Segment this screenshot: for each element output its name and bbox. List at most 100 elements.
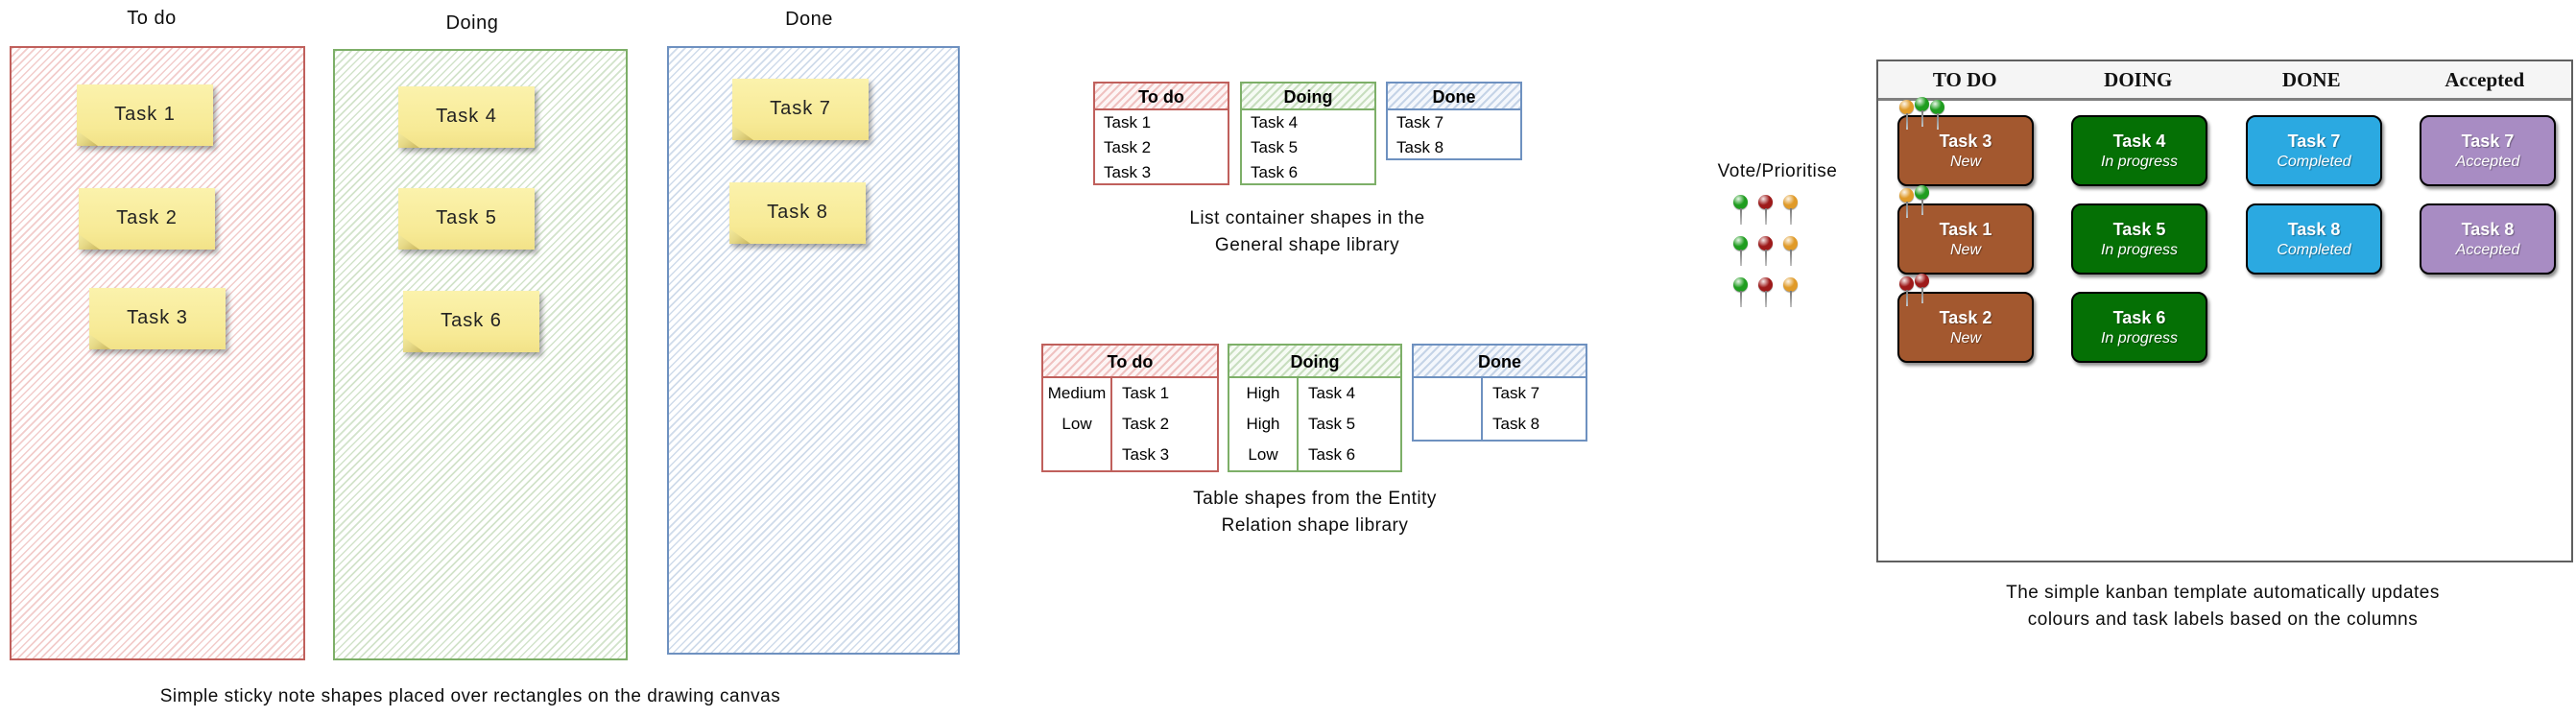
kanban-card-title: Task 7 xyxy=(2287,131,2341,151)
list-item: Task 6 xyxy=(1251,163,1299,181)
kanban-board: TO DO DOING DONE Accepted Task 3 New Tas… xyxy=(1876,60,2573,562)
table-shapes-caption-line1: Table shapes from the Entity xyxy=(1193,489,1437,509)
kanban-caption-line1: The simple kanban template automatically… xyxy=(2006,583,2440,603)
vote-pin-red-icon xyxy=(1758,195,1773,227)
kanban-card: Task 3 New xyxy=(1897,115,2034,186)
sticky-note-label: Task 3 xyxy=(127,307,188,328)
priority-cell xyxy=(1414,378,1481,409)
vote-pin-orange-icon xyxy=(1783,195,1798,227)
vote-pin-green-icon xyxy=(1733,236,1748,269)
sticky-note: Task 1 xyxy=(77,84,213,146)
task-cell: Task 8 xyxy=(1481,409,1586,440)
kanban-card-status: New xyxy=(1949,329,1981,347)
kanban-card-title: Task 6 xyxy=(2112,307,2166,327)
sticky-column-label-todo: To do xyxy=(127,8,177,29)
sticky-note-label: Task 1 xyxy=(114,104,176,125)
priority-cell xyxy=(1414,409,1481,440)
sticky-board-caption: Simple sticky note shapes placed over re… xyxy=(159,686,781,706)
list-title: To do xyxy=(1095,84,1228,110)
list-item: Task 1 xyxy=(1104,113,1152,131)
table-title: To do xyxy=(1043,346,1217,378)
done-column-rectangle xyxy=(667,46,960,655)
table-shapes-caption: Table shapes from the Entity Relation sh… xyxy=(1142,486,1488,539)
kanban-card-status: New xyxy=(1949,241,1981,258)
kanban-card-status: In progress xyxy=(2100,153,2179,170)
list-item: Task 3 xyxy=(1104,163,1152,181)
kanban-card-title: Task 1 xyxy=(1939,219,1992,239)
card-pin-red-icon xyxy=(1915,274,1929,306)
sticky-note: Task 6 xyxy=(403,291,539,352)
list-title: Doing xyxy=(1242,84,1374,110)
vote-pin-red-icon xyxy=(1758,277,1773,310)
sticky-note: Task 5 xyxy=(398,188,535,250)
kanban-card-title: Task 8 xyxy=(2287,219,2341,239)
task-cell: Task 4 xyxy=(1297,378,1400,409)
priority-cell: Medium xyxy=(1047,384,1107,402)
kanban-card-title: Task 4 xyxy=(2112,131,2166,151)
kanban-header-row: TO DO DOING DONE Accepted xyxy=(1878,61,2571,101)
kanban-card: Task 5 In progress xyxy=(2071,203,2207,275)
list-container-doing: Doing Task 4 Task 5 Task 6 xyxy=(1240,82,1376,185)
sticky-note-label: Task 2 xyxy=(116,207,178,228)
kanban-header-doing: DOING xyxy=(2104,68,2173,91)
task-cell: Task 6 xyxy=(1297,440,1400,470)
sticky-note: Task 7 xyxy=(732,79,869,140)
task-cell: Task 3 xyxy=(1110,440,1217,470)
table-row: High Task 5 xyxy=(1229,409,1400,440)
priority-cell: Low xyxy=(1061,415,1092,433)
sticky-note-label: Task 5 xyxy=(436,207,497,228)
kanban-card: Task 8 Accepted xyxy=(2420,203,2556,275)
vote-pin-orange-icon xyxy=(1783,236,1798,269)
priority-cell: High xyxy=(1246,415,1280,433)
kanban-card-status: In progress xyxy=(2100,329,2179,347)
list-shapes-caption-line2: General shape library xyxy=(1214,235,1400,255)
priority-cell: High xyxy=(1246,384,1280,402)
priority-cell: Low xyxy=(1248,445,1278,464)
sticky-note-label: Task 7 xyxy=(770,98,831,119)
sticky-column-label-doing: Doing xyxy=(445,12,499,34)
kanban-card-title: Task 3 xyxy=(1939,131,1992,151)
table-row: Task 8 xyxy=(1414,409,1586,440)
task-cell: Task 5 xyxy=(1297,409,1400,440)
card-pin-red-icon xyxy=(1899,276,1914,309)
table-shape-done: Done Task 7 Task 8 xyxy=(1412,344,1587,442)
task-cell: Task 7 xyxy=(1481,378,1586,409)
kanban-card-status: Accepted xyxy=(2455,241,2520,258)
card-pin-orange-icon xyxy=(1899,188,1914,221)
kanban-card-title: Task 8 xyxy=(2461,219,2515,239)
kanban-card: Task 7 Completed xyxy=(2246,115,2382,186)
doing-column-rectangle xyxy=(333,49,628,660)
priority-cell xyxy=(1043,440,1110,470)
kanban-card-title: Task 7 xyxy=(2461,131,2515,151)
list-container-todo: To do Task 1 Task 2 Task 3 xyxy=(1093,82,1229,185)
table-row: High Task 4 xyxy=(1229,378,1400,409)
kanban-card-title: Task 2 xyxy=(1939,307,1992,327)
kanban-card: Task 7 Accepted xyxy=(2420,115,2556,186)
list-container-done: Done Task 7 Task 8 xyxy=(1386,82,1522,160)
kanban-card-title: Task 5 xyxy=(2112,219,2166,239)
sticky-note-label: Task 4 xyxy=(436,106,497,127)
table-row: Task 7 xyxy=(1414,378,1586,409)
list-item: Task 4 xyxy=(1251,113,1299,131)
vote-pin-red-icon xyxy=(1758,236,1773,269)
kanban-card: Task 8 Completed xyxy=(2246,203,2382,275)
task-cell: Task 1 xyxy=(1110,378,1217,409)
list-item: Task 5 xyxy=(1251,138,1299,156)
kanban-card: Task 6 In progress xyxy=(2071,292,2207,363)
list-item: Task 8 xyxy=(1396,138,1444,156)
sticky-note: Task 3 xyxy=(89,288,226,349)
card-pin-orange-icon xyxy=(1899,100,1914,132)
kanban-card: Task 1 New xyxy=(1897,203,2034,275)
sticky-note-label: Task 6 xyxy=(441,310,502,331)
kanban-card: Task 4 In progress xyxy=(2071,115,2207,186)
list-shapes-caption-line1: List container shapes in the xyxy=(1189,208,1425,228)
sticky-note: Task 4 xyxy=(398,86,535,148)
vote-prioritise-label: Vote/Prioritise xyxy=(1717,161,1838,181)
table-row: Low Task 6 xyxy=(1229,440,1400,470)
card-pin-green-icon xyxy=(1930,100,1944,132)
